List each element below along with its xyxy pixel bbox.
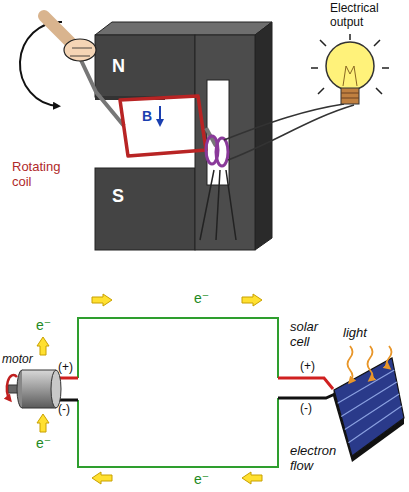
polarity-label: (-): [300, 402, 312, 416]
magnet: [95, 22, 272, 35]
output-cable: [224, 104, 354, 160]
flow-arrow: [92, 472, 112, 484]
hand-crank: [64, 39, 96, 61]
pole-label: N: [112, 56, 125, 77]
electron-label: e⁻: [194, 471, 209, 487]
slip-rings: [200, 170, 236, 240]
solar-panel: [333, 358, 404, 462]
magnet: [95, 22, 272, 250]
slip-rings: [200, 136, 236, 240]
light-ray: [348, 346, 392, 382]
motor-symbol: [7, 375, 17, 400]
polarity-label: (+): [58, 361, 73, 375]
light-bulb: [343, 66, 357, 86]
polarity-label: (-): [58, 403, 70, 417]
light-ray: [368, 346, 373, 380]
flow-arrow: [92, 294, 112, 306]
field-arrow: [159, 106, 161, 124]
electron-label: e⁻: [36, 435, 51, 451]
circuit-wire: [278, 394, 335, 398]
light-bulb: [326, 42, 374, 90]
solar-panel: [334, 358, 404, 456]
flow-arrow: [37, 294, 262, 484]
flow-arrow: [37, 414, 49, 432]
part-label: light: [343, 326, 367, 341]
magnet: [95, 168, 195, 250]
caption-label: Electrical output: [330, 2, 392, 30]
field-label: B: [142, 108, 152, 124]
light-bulb: [341, 93, 359, 98]
circuit-wire: [278, 378, 333, 389]
slip-rings: [216, 138, 228, 166]
light-bulb: [341, 88, 359, 104]
solar-panel: [338, 370, 402, 443]
part-label: electron flow: [290, 444, 346, 474]
rotating-coil: [120, 96, 216, 156]
part-label: Rotating coil: [12, 160, 72, 190]
magnet: [95, 35, 195, 97]
flow-arrow: [242, 472, 262, 484]
light-ray: [348, 346, 353, 382]
hand-crank: [70, 48, 92, 56]
circuit-wire: [78, 398, 278, 467]
motor-symbol: [7, 370, 61, 408]
field-arrow: [160, 106, 161, 124]
hand-crank: [44, 16, 124, 126]
flow-arrow: [37, 337, 49, 355]
electron-label: e⁻: [194, 290, 209, 306]
polarity-label: (+): [300, 360, 315, 374]
circuit-wire: [78, 318, 278, 378]
flow-arrow: [242, 294, 262, 306]
rotating-coil: [120, 96, 206, 156]
part-label: solar cell: [290, 320, 338, 350]
magnet: [207, 80, 229, 185]
light-bulb: [311, 34, 389, 94]
output-cable: [228, 105, 354, 160]
light-ray: [387, 346, 392, 368]
part-label: motor: [2, 353, 33, 367]
hand-crank: [44, 16, 72, 44]
pole-label: S: [112, 186, 124, 207]
light-bulb: [311, 34, 389, 104]
magnet: [255, 22, 272, 250]
electron-label: e⁻: [36, 317, 51, 333]
